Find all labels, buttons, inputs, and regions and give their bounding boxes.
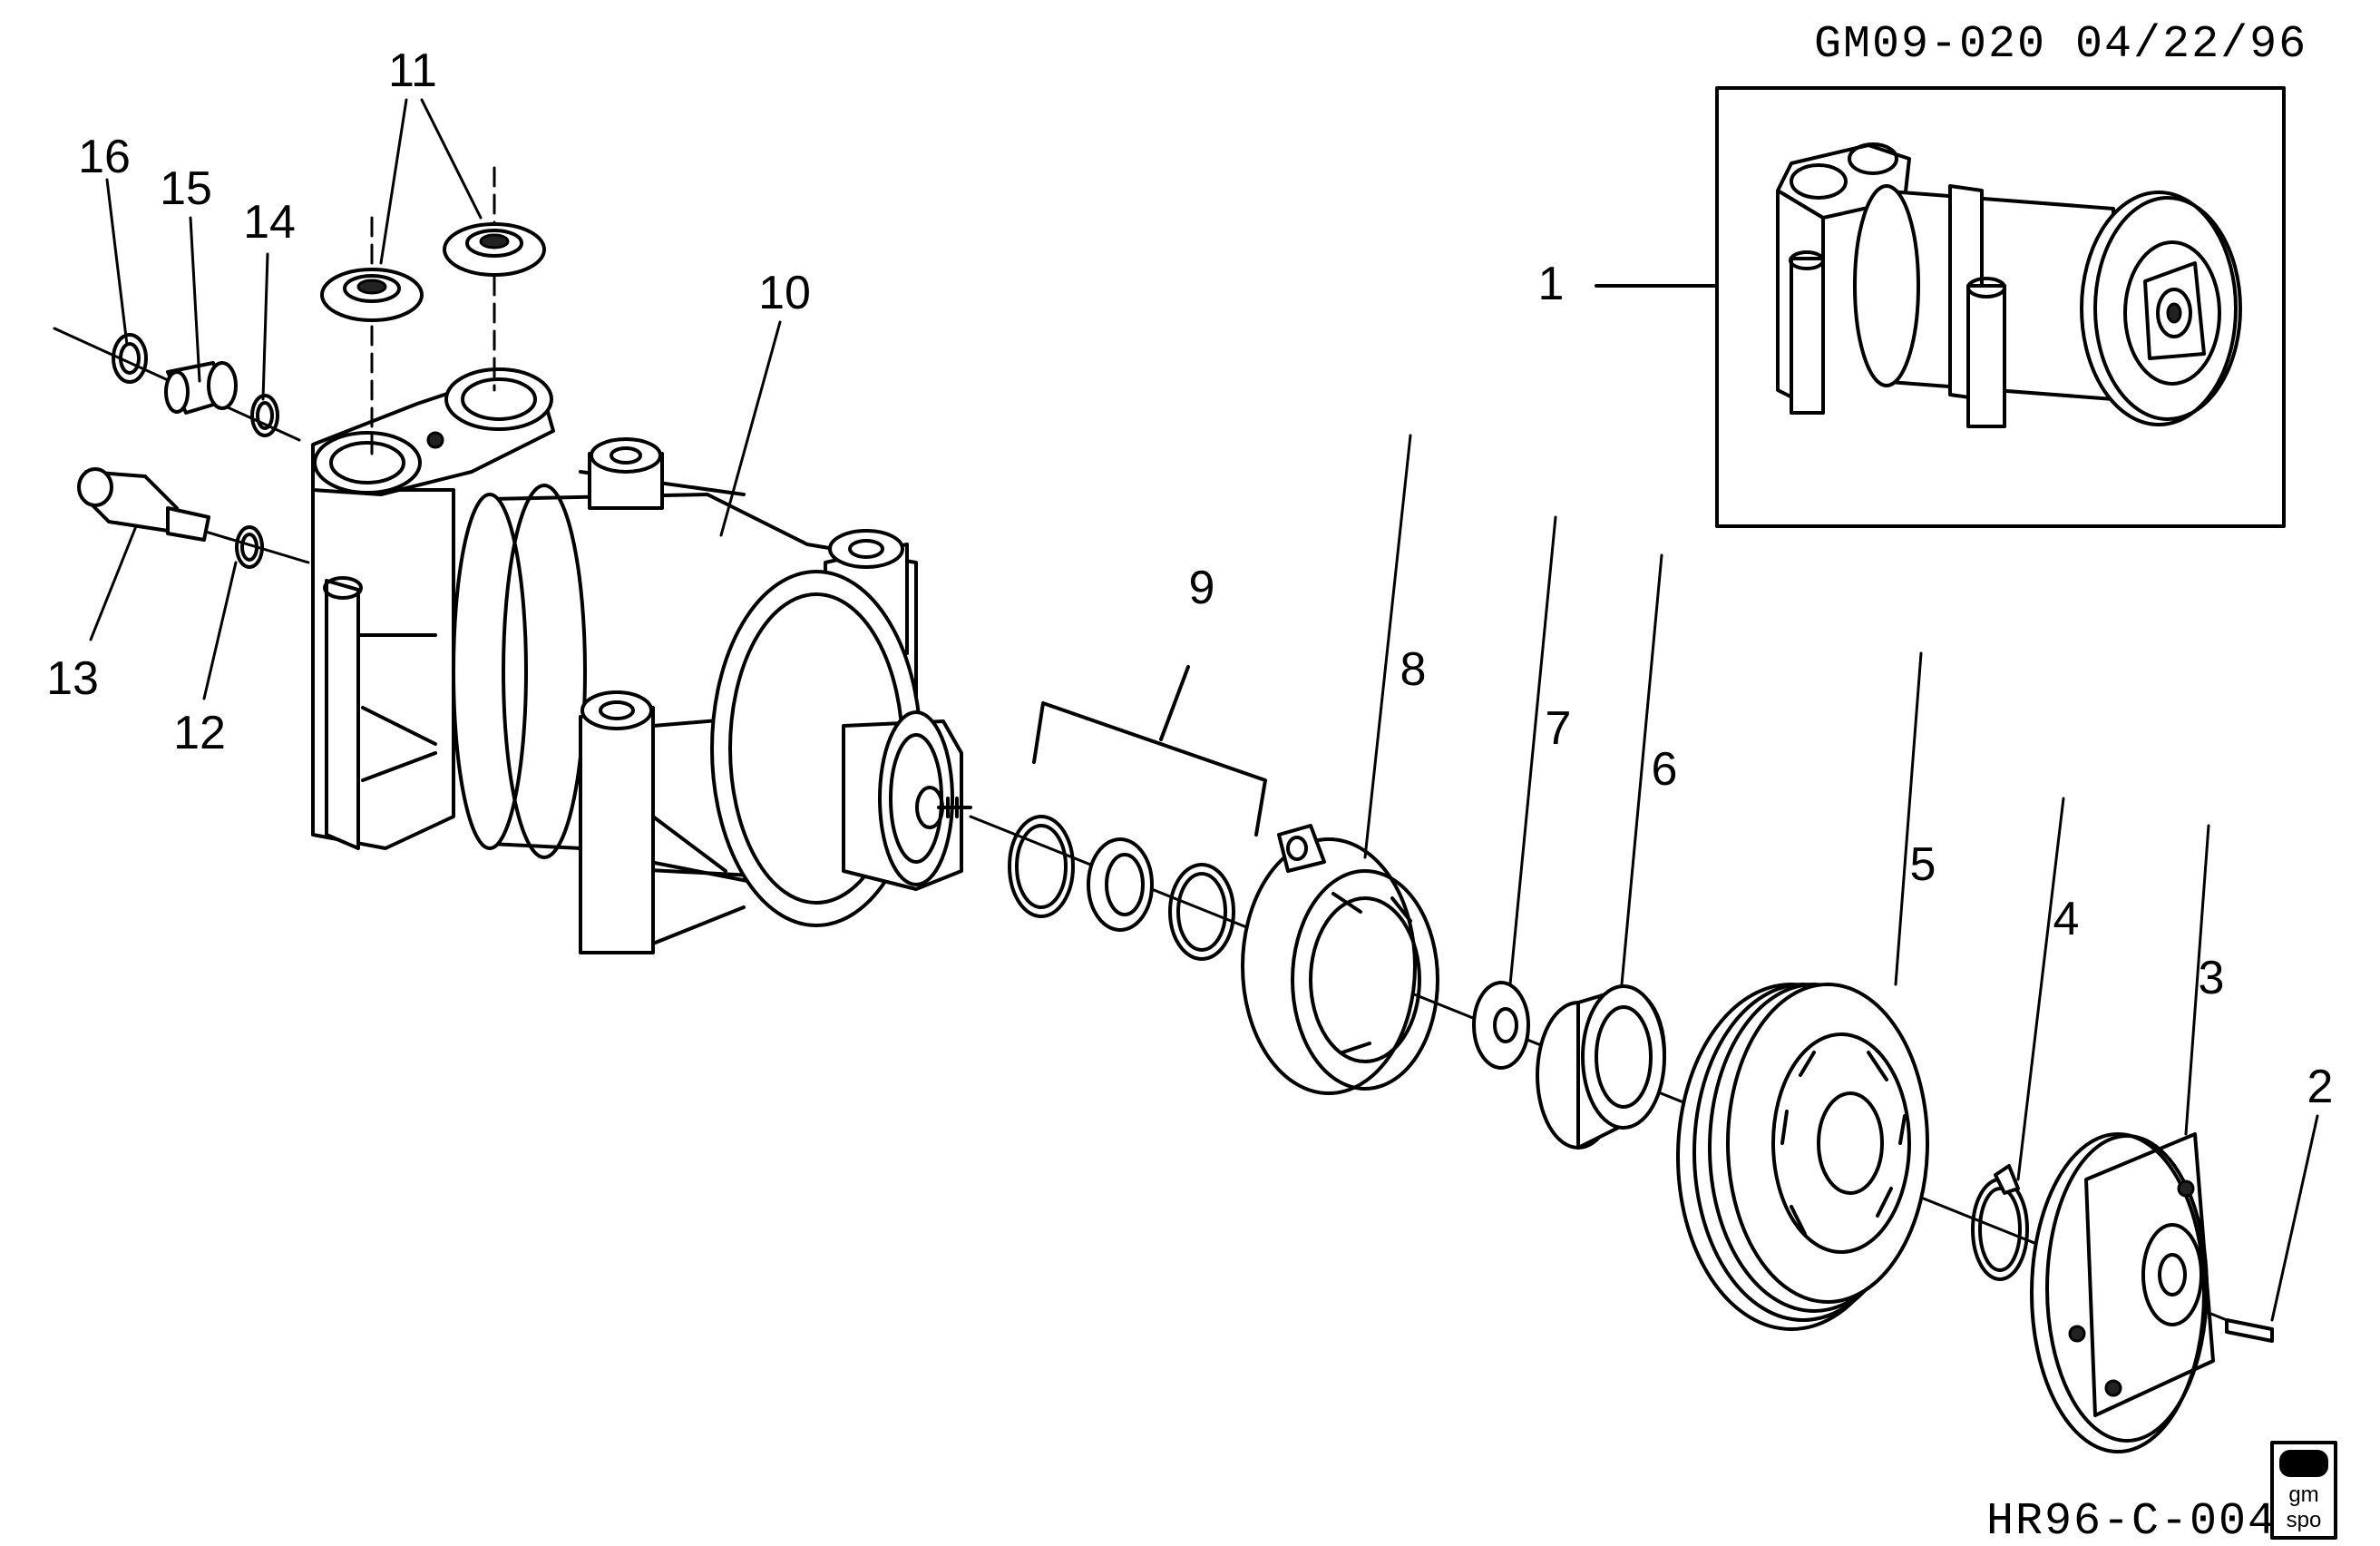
- callout-7: 7: [1546, 702, 1572, 755]
- callout-16: 16: [78, 131, 131, 183]
- shim-washer-7: [1472, 981, 1530, 1070]
- callout-13: 13: [46, 652, 99, 705]
- pulley-5: [1676, 983, 1929, 1331]
- callout-8: 8: [1400, 643, 1427, 696]
- assembled-compressor-inset: [1715, 86, 2286, 528]
- callout-9: 9: [1189, 562, 1215, 614]
- gmspo-logo: gm spo: [2270, 1441, 2337, 1540]
- callout-10: 10: [758, 267, 811, 319]
- bolt-2: [2225, 1318, 2274, 1343]
- logo-text-gm: gm: [2288, 1482, 2318, 1507]
- seal-11-right: [443, 166, 546, 392]
- callout-15: 15: [160, 162, 212, 215]
- pressure-switch-13: [77, 467, 210, 542]
- leader-lines: [89, 98, 2319, 1322]
- figure-code: HR96-C-004: [1986, 1496, 2277, 1546]
- o-ring-12: [235, 525, 264, 569]
- callout-11: 11: [388, 44, 437, 97]
- callout-12: 12: [173, 707, 226, 759]
- callout-4: 4: [2053, 893, 2080, 945]
- snap-ring-4: [1971, 1164, 2029, 1281]
- callout-14: 14: [243, 196, 296, 249]
- fitting-15: [164, 361, 238, 415]
- retainer-ring-16: [112, 333, 148, 384]
- logo-text-spo: spo: [2287, 1508, 2322, 1532]
- bearing-6: [1536, 984, 1666, 1150]
- callout-1: 1: [1538, 258, 1565, 310]
- seal-11-left: [320, 216, 424, 455]
- callout-6: 6: [1652, 743, 1678, 796]
- drawing-code: GM09-020 04/22/96: [1814, 19, 2307, 71]
- o-ring-14: [250, 394, 279, 437]
- callout-labels: 1 2 3 4 5 6 7 8 9 10 11 12 13 14 15 16: [46, 44, 2333, 1113]
- callout-2: 2: [2307, 1061, 2334, 1113]
- callout-3: 3: [2199, 952, 2225, 1004]
- clutch-plate-3: [2030, 1132, 2215, 1453]
- shaft-seal-kit-9: [1008, 665, 1267, 961]
- compressor-body: [311, 367, 972, 954]
- clutch-coil-8: [1241, 824, 1439, 1095]
- callout-5: 5: [1910, 838, 1936, 891]
